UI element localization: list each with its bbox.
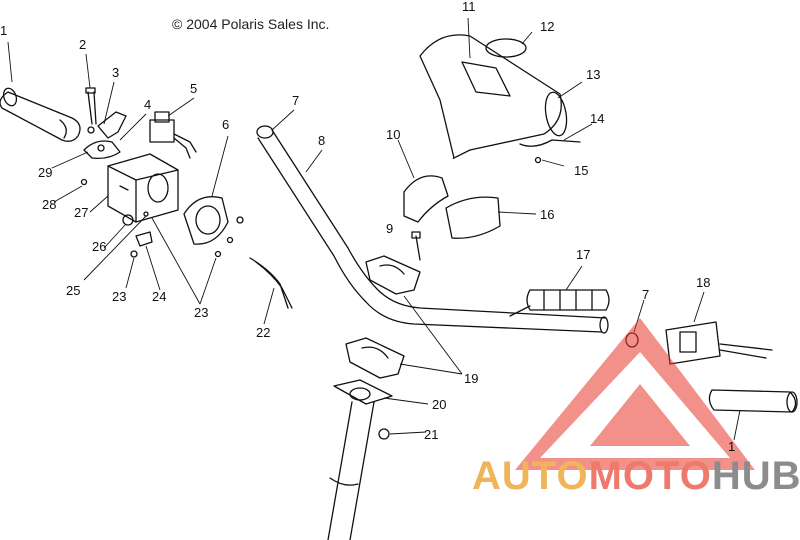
callout-label: 10 — [386, 127, 401, 142]
watermark-part-auto: AUTO — [472, 454, 589, 498]
watermark-logo — [515, 318, 755, 470]
callout-label: 29 — [38, 165, 53, 180]
callout-label: 24 — [152, 289, 167, 304]
callout-label: 18 — [696, 275, 711, 290]
cable-22 — [249, 257, 293, 309]
callout-label: 26 — [92, 239, 107, 254]
handlebar-8 — [257, 129, 609, 334]
callout-label: 8 — [318, 133, 326, 148]
clamp-19-lower — [345, 337, 405, 379]
callout-label: 7 — [292, 93, 300, 108]
hood-13 — [419, 34, 568, 159]
callout-label: 5 — [190, 81, 198, 96]
screw-15 — [534, 156, 542, 164]
switch-5 — [149, 111, 197, 159]
throttle-lever — [83, 111, 127, 160]
screw-2 — [85, 87, 97, 125]
badge-11 — [461, 61, 511, 97]
cover-6 — [183, 196, 244, 258]
steering-post-20 — [327, 379, 393, 540]
nut-21 — [378, 428, 390, 440]
cover-10 — [403, 175, 449, 223]
callout-label: 7 — [642, 287, 650, 302]
callout-label: 13 — [586, 67, 601, 82]
callout-label: 20 — [432, 397, 447, 412]
switch-housing-27 — [107, 153, 179, 223]
decal-12 — [485, 38, 527, 58]
callout-label: 4 — [144, 97, 152, 112]
bolt-9 — [411, 231, 421, 261]
right-grip — [708, 389, 798, 413]
watermark-part-moto: MOTO — [588, 454, 712, 498]
callout-label: 1 — [0, 23, 8, 38]
callout-label: 19 — [464, 371, 479, 386]
callout-label: 6 — [222, 117, 230, 132]
clamp-24 — [135, 231, 153, 247]
switch-18 — [665, 321, 773, 365]
screw-28 — [80, 178, 88, 186]
clamp-19-upper — [365, 255, 421, 295]
callout-label: 17 — [576, 247, 591, 262]
watermark-part-hub: HUB — [711, 454, 800, 498]
callout-label: 1 — [728, 439, 736, 454]
grip-17 — [509, 289, 610, 317]
callout-label: 21 — [424, 427, 439, 442]
callout-label: 15 — [574, 163, 589, 178]
copyright-text: © 2004 Polaris Sales Inc. — [172, 16, 330, 32]
callout-label: 27 — [74, 205, 89, 220]
screw-23a — [130, 250, 138, 258]
callout-label: 16 — [540, 207, 555, 222]
bushing-7 — [256, 125, 274, 139]
callout-label: 28 — [42, 197, 57, 212]
callout-label: 23 — [112, 289, 127, 304]
wire-14 — [519, 139, 581, 147]
callout-label: 23 — [194, 305, 209, 320]
callout-label: 25 — [66, 283, 81, 298]
callout-label: 3 — [112, 65, 120, 80]
callout-label: 12 — [540, 19, 555, 34]
callout-label: 22 — [256, 325, 271, 340]
left-grip — [0, 87, 81, 142]
callout-label: 9 — [386, 221, 394, 236]
cover-16 — [445, 196, 501, 239]
callout-label: 11 — [462, 0, 476, 14]
leader-lines — [7, 17, 741, 441]
callout-label: 14 — [590, 111, 605, 126]
callout-label: 2 — [79, 37, 87, 52]
screw-25 — [143, 211, 149, 217]
watermark-text: AUTOMOTOHUB — [472, 454, 800, 499]
nut-26 — [122, 214, 134, 226]
